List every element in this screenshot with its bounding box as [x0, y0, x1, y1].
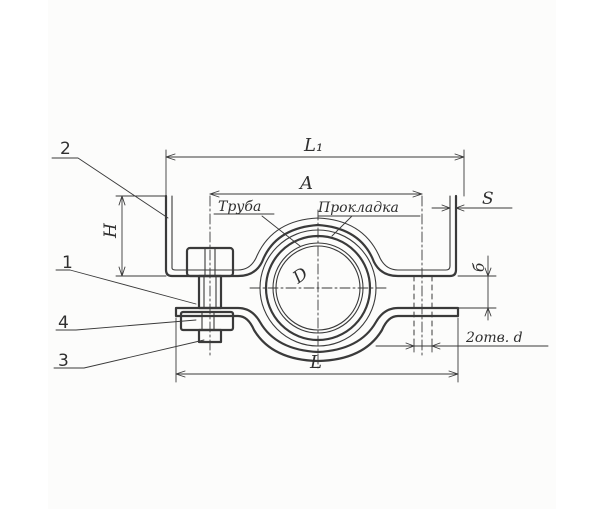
dimension-l: [175, 317, 459, 383]
dimension-l1: [165, 149, 465, 197]
label-a: A: [298, 173, 313, 194]
centerlines: [209, 195, 433, 369]
label-b: б: [470, 262, 488, 272]
paper-background: [48, 0, 556, 509]
dimension-b: [457, 255, 497, 321]
callout-1: 1: [62, 253, 73, 273]
bolt-assembly: [179, 246, 235, 344]
dimension-s: [431, 204, 513, 212]
label-s: S: [482, 189, 494, 209]
label-holes: 2отв. d: [465, 330, 523, 346]
lower-strap: [174, 306, 460, 363]
callout-2: 2: [60, 139, 71, 159]
label-pipe: Труба: [218, 199, 261, 215]
label-leaders: [213, 213, 421, 247]
dimension-a: [209, 190, 423, 198]
label-h: H: [101, 222, 121, 239]
callout-4: 4: [58, 313, 69, 333]
label-l: L: [309, 352, 322, 373]
callout-3: 3: [58, 351, 69, 371]
dimension-h: [115, 195, 167, 277]
callout-leaders: [51, 157, 205, 369]
dimension-holes: [375, 339, 549, 353]
label-l1: L₁: [303, 135, 323, 156]
label-d: D: [289, 264, 313, 289]
label-gasket: Прокладка: [317, 200, 399, 216]
